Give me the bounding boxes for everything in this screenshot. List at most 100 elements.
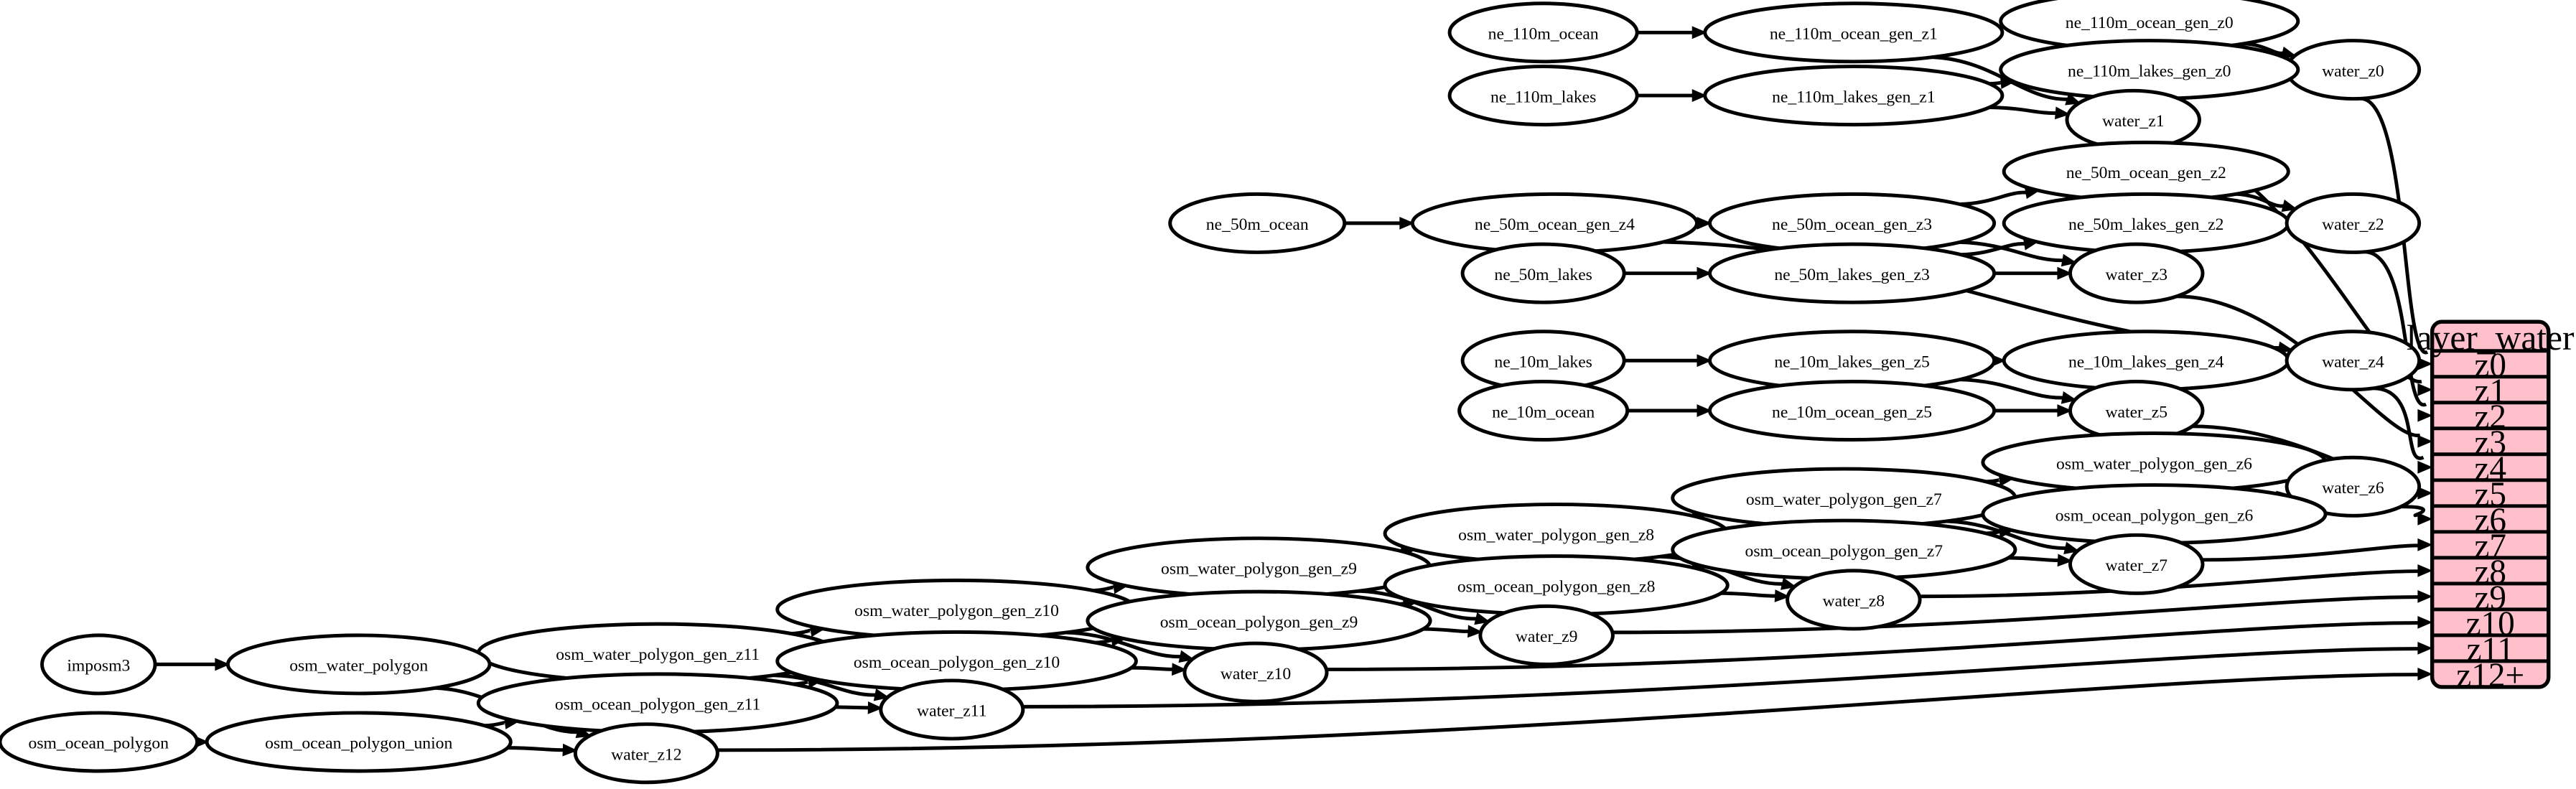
node-osm_water_polygon_gen_z7[interactable]: osm_water_polygon_gen_z7: [1671, 467, 2017, 529]
node-label: ne_10m_ocean_gen_z5: [1772, 403, 1932, 421]
node-water_z10[interactable]: water_z10: [1182, 641, 1329, 704]
node-label: osm_water_polygon_gen_z7: [1746, 490, 1942, 509]
edge-osm_water_polygon_gen_z9-to-water_z9: [1358, 589, 1477, 621]
node-osm_ocean_polygon_gen_z6[interactable]: osm_ocean_polygon_gen_z6: [1981, 483, 2328, 546]
node-shape: [1457, 380, 1630, 442]
node-water_z4[interactable]: water_z4: [2285, 330, 2422, 392]
node-osm_ocean_polygon_gen_z10[interactable]: osm_ocean_polygon_gen_z10: [775, 630, 1138, 692]
node-label: osm_ocean_polygon_gen_z11: [555, 696, 761, 714]
node-label: ne_50m_lakes: [1494, 266, 1592, 284]
edge-osm_water_polygon_gen_z10-to-water_z10: [1065, 630, 1181, 659]
node-ne_110m_ocean_gen_z1[interactable]: ne_110m_ocean_gen_z1: [1703, 1, 2005, 64]
node-shape: [2068, 242, 2205, 304]
node-water_z2[interactable]: water_z2: [2285, 192, 2422, 254]
edge-osm_water_polygon_gen_z7-to-water_z7: [1946, 519, 2066, 551]
node-shape: [2285, 455, 2422, 518]
node-shape: [0, 711, 200, 773]
node-label: ne_10m_lakes_gen_z5: [1774, 353, 1930, 371]
node-label: ne_10m_lakes: [1494, 353, 1592, 371]
node-label: water_z5: [2105, 403, 2167, 421]
node-osm_ocean_polygon_union[interactable]: osm_ocean_polygon_union: [205, 711, 513, 773]
node-osm_water_polygon_gen_z8[interactable]: osm_water_polygon_gen_z8: [1383, 503, 1730, 565]
node-shape: [1460, 242, 1626, 304]
node-ne_50m_lakes[interactable]: ne_50m_lakes: [1460, 242, 1626, 304]
layer-water-table[interactable]: layer_waterz0z1z2z3z4z5z6z7z8z9z10z11z12…: [2407, 318, 2575, 694]
node-ne_110m_lakes_gen_z1[interactable]: ne_110m_lakes_gen_z1: [1703, 65, 2005, 127]
node-water_z8[interactable]: water_z8: [1786, 569, 1922, 631]
edge-arrowhead: [2061, 391, 2077, 404]
node-osm_water_polygon_gen_z6[interactable]: osm_water_polygon_gen_z6: [1981, 431, 2328, 494]
node-shape: [1168, 192, 1347, 254]
node-label: osm_water_polygon: [289, 657, 428, 676]
edge-arrowhead: [562, 743, 578, 757]
node-osm_ocean_polygon_gen_z7[interactable]: osm_ocean_polygon_gen_z7: [1671, 518, 2017, 581]
edge-arrowhead: [2061, 253, 2077, 267]
edge-arrowhead: [2054, 106, 2071, 120]
node-water_z6[interactable]: water_z6: [2285, 455, 2422, 518]
node-water_z12[interactable]: water_z12: [573, 722, 719, 785]
node-water_z3[interactable]: water_z3: [2068, 242, 2205, 304]
node-label: osm_ocean_polygon_gen_z6: [2055, 506, 2254, 525]
node-label: water_z2: [2322, 215, 2384, 234]
node-label: water_z0: [2322, 62, 2384, 80]
table-row-z12plus[interactable]: z12+: [2456, 657, 2524, 694]
node-label: osm_ocean_polygon_gen_z8: [1457, 577, 1656, 596]
edge-arrowhead: [1781, 577, 1797, 590]
node-water_z5[interactable]: water_z5: [2068, 380, 2205, 442]
node-ne_110m_ocean_gen_z0[interactable]: ne_110m_ocean_gen_z0: [1999, 0, 2300, 52]
node-ne_50m_ocean_gen_z2[interactable]: ne_50m_ocean_gen_z2: [2002, 140, 2290, 202]
node-osm_water_polygon[interactable]: osm_water_polygon: [225, 633, 492, 696]
node-ne_50m_ocean[interactable]: ne_50m_ocean: [1168, 192, 1347, 254]
node-water_z11[interactable]: water_z11: [879, 678, 1025, 741]
node-label: ne_110m_lakes: [1490, 88, 1596, 106]
edge-osm_ocean_polygon_gen_z11-to-water_z11: [835, 705, 869, 710]
node-shape: [1447, 65, 1639, 127]
node-water_z9[interactable]: water_z9: [1478, 604, 1615, 666]
node-label: ne_50m_lakes_gen_z3: [1774, 266, 1930, 284]
edge-arrowhead: [1467, 625, 1483, 638]
node-water_z0[interactable]: water_z0: [2285, 39, 2422, 101]
edge-water_z9-to-layer_water-z9: [1612, 595, 2419, 635]
node-osm_water_polygon_gen_z10[interactable]: osm_water_polygon_gen_z10: [775, 578, 1138, 640]
node-osm_water_polygon_gen_z9[interactable]: osm_water_polygon_gen_z9: [1086, 536, 1432, 599]
node-label: osm_ocean_polygon_gen_z9: [1160, 613, 1358, 632]
node-osm_ocean_polygon_gen_z9[interactable]: osm_ocean_polygon_gen_z9: [1086, 589, 1432, 652]
node-imposm3[interactable]: imposm3: [40, 633, 157, 696]
edge-water_z6-to-layer_water-z6: [2401, 505, 2425, 518]
edge-arrowhead: [2417, 641, 2433, 655]
edge-water_z4-to-layer_water-z4: [2373, 386, 2425, 460]
node-ne_50m_lakes_gen_z2[interactable]: ne_50m_lakes_gen_z2: [2002, 192, 2290, 254]
edge-arrowhead: [873, 688, 890, 701]
node-label: water_z11: [917, 702, 987, 721]
edge-arrowhead: [2417, 460, 2433, 474]
node-ne_10m_ocean[interactable]: ne_10m_ocean: [1457, 380, 1630, 442]
node-ne_110m_ocean[interactable]: ne_110m_ocean: [1447, 1, 1639, 64]
edge-arrowhead: [1697, 354, 1712, 368]
edge-water_z8-to-layer_water-z8: [1919, 569, 2419, 599]
edge-arrowhead: [2057, 404, 2073, 417]
edge-water_z7-to-layer_water-z7: [2202, 543, 2419, 562]
edge-water_z2-to-layer_water-z2: [2364, 250, 2427, 407]
node-label: water_z4: [2322, 353, 2384, 371]
node-shape: [879, 678, 1025, 741]
node-ne_50m_ocean_gen_z4[interactable]: ne_50m_ocean_gen_z4: [1410, 192, 1699, 254]
edge-arrowhead: [2417, 512, 2433, 526]
node-label: ne_110m_ocean: [1488, 25, 1599, 44]
node-ne_110m_lakes[interactable]: ne_110m_lakes: [1447, 65, 1639, 127]
node-ne_110m_lakes_gen_z0[interactable]: ne_110m_lakes_gen_z0: [1999, 39, 2300, 101]
node-water_z1[interactable]: water_z1: [2065, 88, 2202, 151]
node-ne_50m_lakes_gen_z3[interactable]: ne_50m_lakes_gen_z3: [1708, 242, 1997, 304]
node-ne_10m_ocean_gen_z5[interactable]: ne_10m_ocean_gen_z5: [1708, 380, 1997, 442]
edge-arrowhead: [2417, 589, 2433, 603]
node-ne_50m_ocean_gen_z3[interactable]: ne_50m_ocean_gen_z3: [1708, 192, 1997, 254]
node-shape: [2068, 533, 2205, 595]
edge-arrowhead: [2417, 408, 2433, 422]
node-osm_ocean_polygon[interactable]: osm_ocean_polygon: [0, 711, 200, 773]
node-osm_ocean_polygon_gen_z11[interactable]: osm_ocean_polygon_gen_z11: [476, 672, 839, 734]
node-water_z7[interactable]: water_z7: [2068, 533, 2205, 595]
node-label: osm_ocean_polygon_gen_z7: [1745, 542, 1943, 561]
node-label: water_z1: [2102, 112, 2165, 131]
edge-arrowhead: [1178, 650, 1195, 663]
edge-arrowhead: [2057, 266, 2073, 280]
